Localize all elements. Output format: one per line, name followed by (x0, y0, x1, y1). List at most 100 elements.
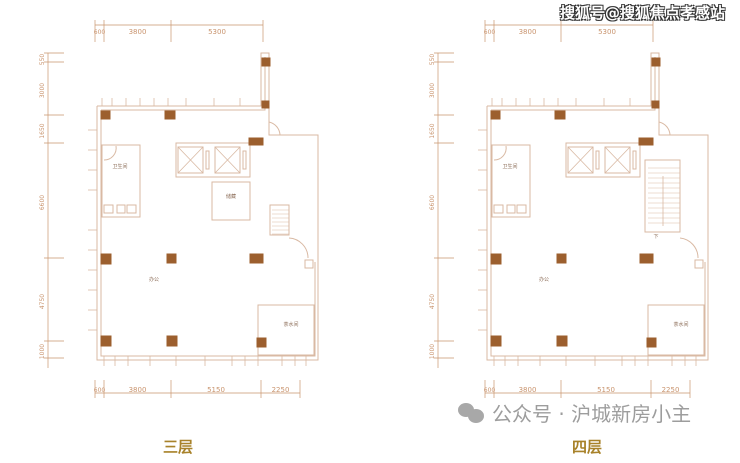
core-wall (175, 142, 251, 178)
elevator-cross (567, 146, 594, 174)
bottom-dimension-label: 5150 (597, 386, 615, 394)
door-arc (288, 237, 309, 259)
structural-column (556, 335, 568, 347)
stair-down-label: 下 (653, 234, 658, 240)
structural-column (164, 110, 176, 120)
room-label-bathroom: 卫生间 (502, 163, 517, 170)
stair-wall (269, 204, 290, 236)
door-arc (679, 237, 699, 259)
left-dimension-label: 4750 (429, 294, 436, 309)
fixture (103, 204, 114, 214)
door-arc (268, 121, 281, 136)
fixture (126, 204, 137, 214)
bottom-dimension-label: 3800 (129, 386, 147, 394)
bottom-dimension-label: 600 (484, 387, 496, 394)
left-dimension-label: 3000 (39, 83, 46, 98)
bottom-dimension-label: 2250 (272, 386, 290, 394)
stair-wall (644, 159, 681, 233)
structural-column (490, 253, 502, 265)
room-label-tea: 茶水间 (673, 321, 688, 328)
elevator-door (632, 150, 637, 170)
bottom-dimension-label: 600 (94, 387, 106, 394)
left-dimension-label: 6600 (39, 195, 46, 210)
inner-wall (490, 57, 706, 357)
left-dimension-label: 1650 (39, 123, 46, 138)
elevator-door (205, 150, 210, 170)
top-dimension-label: 5300 (208, 28, 226, 36)
left-dimension-label: 1650 (429, 123, 436, 138)
structural-column (100, 253, 112, 265)
structural-column (651, 100, 660, 109)
fixture (304, 259, 314, 269)
structural-column (556, 253, 567, 264)
structural-column (651, 57, 661, 67)
top-dimension-label: 600 (94, 29, 106, 36)
structural-column (639, 253, 654, 264)
watermark-bottom-text: 公众号 · 沪城新房小主 (492, 402, 692, 426)
left-dimension-label: 3000 (429, 83, 436, 98)
bottom-dimension-label: 5150 (207, 386, 225, 394)
door-arc (658, 121, 671, 136)
structural-column (100, 110, 111, 120)
left-dimension-label: 550 (429, 54, 436, 66)
structural-column (166, 335, 178, 347)
outer-wall (486, 52, 709, 361)
top-dimension-label: 3800 (129, 28, 147, 36)
structural-column (490, 110, 501, 120)
structural-column (646, 337, 657, 348)
tea-room-wall (257, 304, 315, 356)
left-dimension-label: 550 (39, 54, 46, 66)
top-dimension-label: 3800 (519, 28, 537, 36)
bottom-dimension-label: 3800 (519, 386, 537, 394)
fixture (516, 204, 527, 214)
left-dimension-label: 4750 (39, 294, 46, 309)
structural-column (249, 253, 264, 264)
elevator-shaft (604, 146, 631, 174)
top-dimension-label: 5300 (598, 28, 616, 36)
bathroom-wall (491, 144, 531, 218)
bathroom-wall (101, 144, 141, 218)
elevator-shaft (214, 146, 241, 174)
left-dimension-label: 1000 (429, 344, 436, 359)
fixture (493, 204, 504, 214)
fixture (116, 204, 126, 214)
elevator-shaft (567, 146, 594, 174)
core-wall (565, 142, 641, 178)
elevator-door (595, 150, 600, 170)
structural-column (248, 137, 264, 146)
elevator-cross (604, 146, 631, 174)
top-dimension-label: 600 (484, 29, 496, 36)
door-arc (103, 145, 117, 161)
room-label-office: 办公 (149, 276, 159, 283)
outer-wall (96, 52, 319, 361)
structural-column (638, 137, 654, 146)
elevator-cross (214, 146, 241, 174)
watermark-top: 搜狐号@搜狐焦点孝感站 (560, 4, 726, 22)
tea-room-wall (647, 304, 705, 356)
structural-column (100, 335, 112, 347)
plan-title-3f: 三层 (163, 438, 194, 456)
structural-column (256, 337, 267, 348)
door-arc (493, 145, 507, 161)
wechat-icon (458, 403, 486, 425)
storage-wall (211, 181, 251, 221)
left-dimension-label: 6600 (429, 195, 436, 210)
bottom-dimension-label: 2250 (662, 386, 680, 394)
room-label-office: 办公 (539, 276, 549, 283)
room-label-storage: 储藏 (226, 193, 236, 200)
inner-wall (100, 57, 316, 357)
fixture (506, 204, 516, 214)
structural-column (261, 100, 270, 109)
elevator-cross (177, 146, 204, 174)
watermark-bottom: 公众号 · 沪城新房小主 (458, 402, 691, 426)
room-label-tea: 茶水间 (283, 321, 298, 328)
structural-column (261, 57, 271, 67)
structural-column (166, 253, 177, 264)
room-label-bathroom: 卫生间 (112, 163, 127, 170)
fixture (694, 259, 704, 269)
structural-column (490, 335, 502, 347)
left-dimension-label: 1000 (39, 344, 46, 359)
elevator-door (242, 150, 247, 170)
elevator-shaft (177, 146, 204, 174)
